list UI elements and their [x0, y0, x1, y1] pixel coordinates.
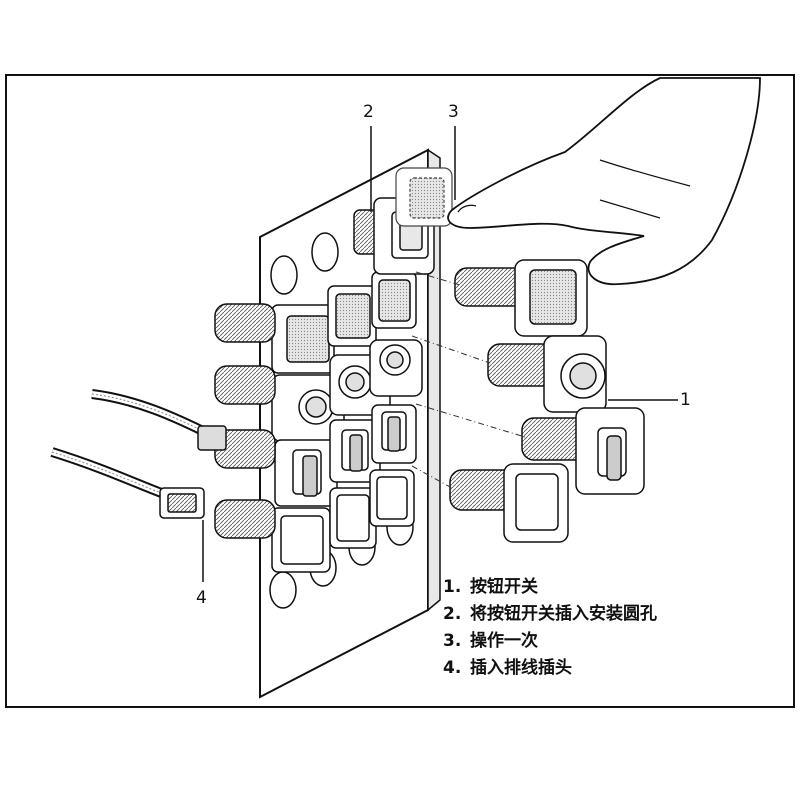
switch-knob-exploded	[487, 335, 607, 413]
legend-item: 1.按钮开关	[443, 577, 538, 597]
switch-square-exploded	[454, 259, 588, 337]
callout-leaders	[202, 126, 678, 582]
selector-button	[274, 439, 338, 507]
callout-label-3: 3	[448, 102, 459, 122]
callout-label-2: 2	[363, 102, 374, 122]
cable-connector	[159, 425, 227, 519]
mounting-hole	[311, 232, 339, 272]
ghost-button-operation	[395, 167, 453, 227]
switch-plain-exploded	[449, 463, 569, 543]
finger-hand	[447, 77, 761, 286]
mounting-hole	[269, 571, 297, 609]
legend-item: 4.插入排线插头	[443, 658, 572, 678]
callout-label-4: 4	[196, 588, 207, 608]
finger-crease	[599, 199, 661, 219]
insertion-lines	[411, 271, 526, 489]
mounting-hole	[270, 255, 298, 295]
square-button	[271, 507, 331, 573]
selector-button	[371, 404, 417, 464]
square-button	[369, 469, 415, 527]
square-button	[271, 304, 335, 374]
switch-selector-exploded	[521, 407, 645, 495]
legend-list: 1.按钮开关 2.将按钮开关插入安装圆孔 3.操作一次 4.插入排线插头	[443, 574, 657, 682]
figure-border	[5, 74, 795, 708]
square-button	[371, 271, 417, 329]
finger-crease	[599, 159, 691, 187]
knob-button	[369, 339, 423, 397]
callout-label-1: 1	[680, 390, 691, 410]
finger-nail	[457, 204, 477, 213]
ribbon-cable	[50, 389, 208, 501]
legend-item: 3.操作一次	[443, 631, 538, 651]
square-button	[327, 285, 377, 347]
panel-button-grid	[271, 271, 423, 573]
legend-item: 2.将按钮开关插入安装圆孔	[443, 604, 657, 624]
square-button	[329, 487, 377, 549]
selector-button	[329, 419, 381, 483]
switch-backs-left	[214, 303, 276, 539]
